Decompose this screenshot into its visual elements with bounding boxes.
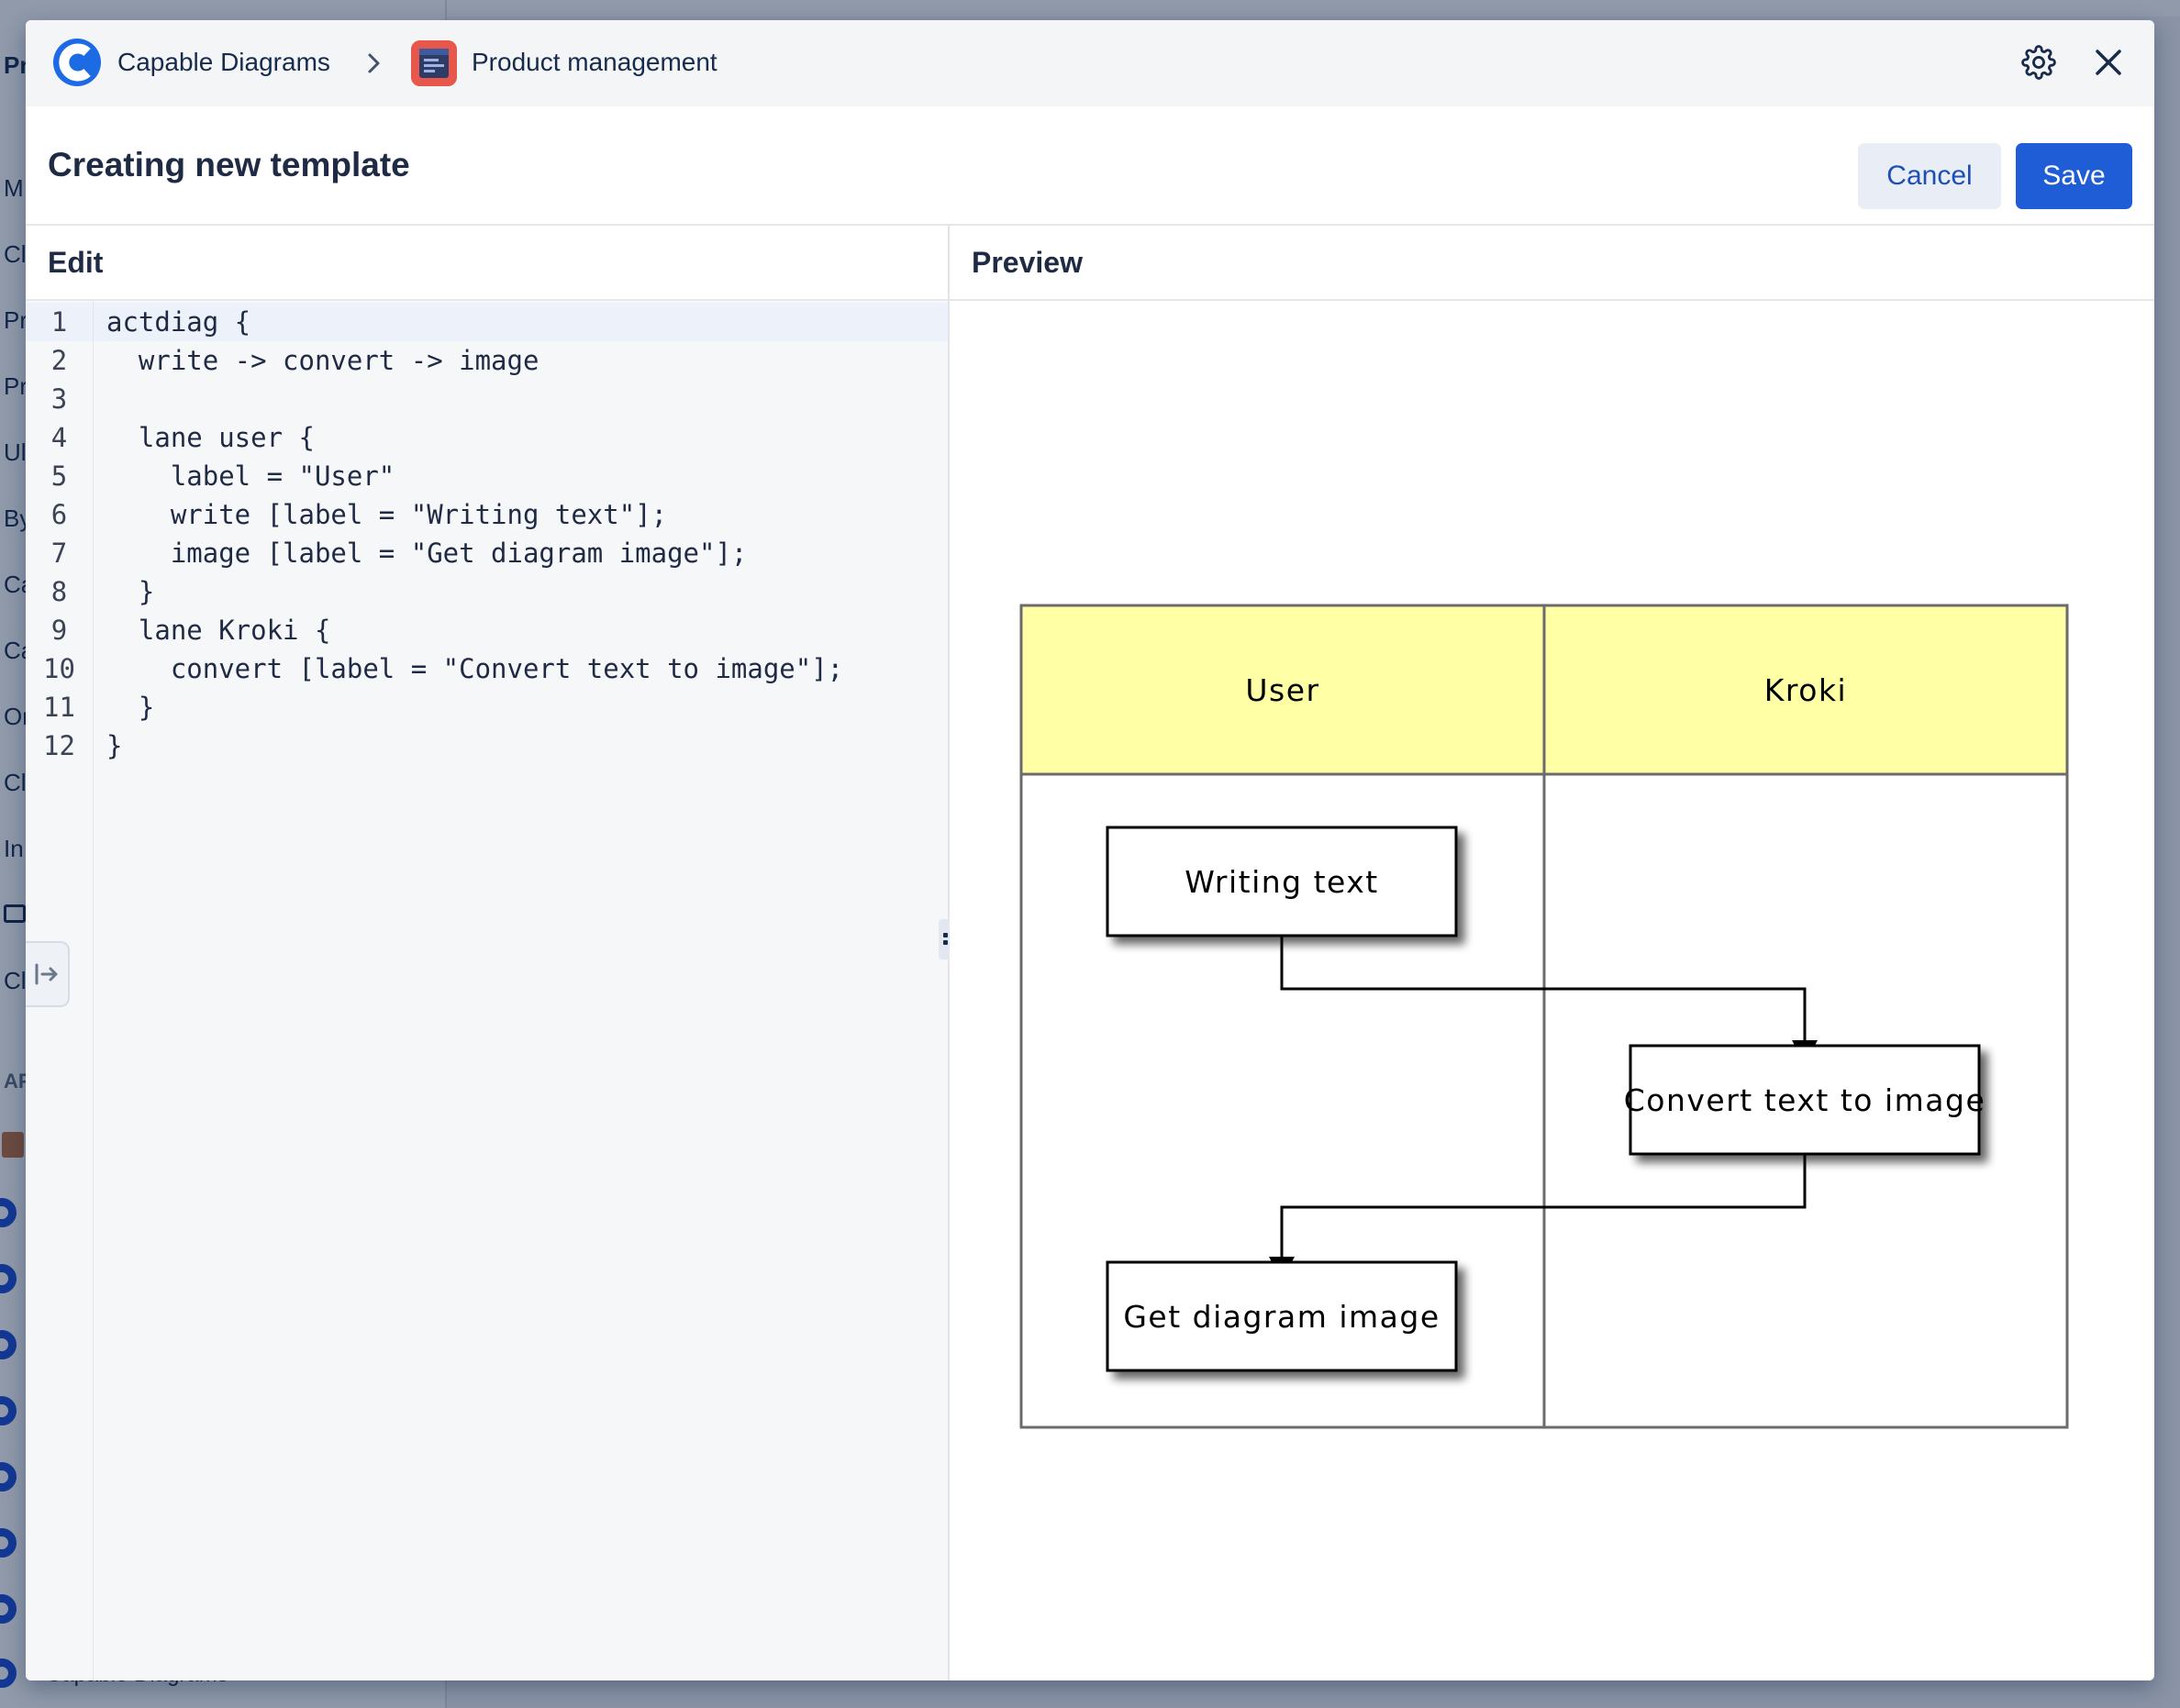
page-icon <box>411 40 457 86</box>
cancel-button[interactable]: Cancel <box>1858 143 2001 209</box>
line-number: 1 <box>26 303 93 341</box>
lane-label-kroki: Kroki <box>1764 672 1847 708</box>
code-line-text: actdiag { <box>106 306 251 338</box>
code-line[interactable]: image [label = "Get diagram image"]; <box>94 534 948 572</box>
line-number: 2 <box>50 345 68 376</box>
code-line-text: lane Kroki { <box>106 615 331 646</box>
line-number: 6 <box>50 499 68 530</box>
code-line[interactable]: write -> convert -> image <box>94 341 948 380</box>
lane-header-user <box>1019 604 1546 776</box>
bg-app-icon <box>2 1132 24 1158</box>
code-line-text: } <box>106 730 123 761</box>
background-top-strip <box>0 0 2180 17</box>
code-line[interactable]: lane Kroki { <box>94 611 948 649</box>
bg-sidebar-item: Ul <box>4 438 27 466</box>
lane-header-kroki <box>1542 604 2069 776</box>
bg-sidebar-title: Pr <box>4 51 29 79</box>
bg-capable-icon <box>0 1330 17 1359</box>
gear-icon <box>2021 45 2056 80</box>
preview-heading: Preview <box>972 246 1083 279</box>
bg-capable-icon <box>0 1462 17 1492</box>
code-line-text: label = "User" <box>106 460 395 492</box>
edit-pane-header: Edit <box>26 226 948 301</box>
bg-capable-icon <box>0 1594 17 1624</box>
code-line-text: image [label = "Get diagram image"]; <box>106 538 748 569</box>
bg-sidebar-item: Cl <box>4 769 27 796</box>
node-label-convert: Convert text to image <box>1624 1082 1986 1118</box>
code-line[interactable]: convert [label = "Convert text to image"… <box>94 649 948 688</box>
settings-button[interactable] <box>2017 40 2061 84</box>
line-number: 12 <box>43 730 75 761</box>
edge-write-convert <box>1280 936 1807 1040</box>
bg-sidebar-item: M <box>4 174 24 202</box>
breadcrumb-page-link[interactable]: Product management <box>472 48 717 76</box>
bg-sidebar-item: Pr <box>4 372 28 400</box>
code-editor[interactable]: actdiag { write -> convert -> image lane… <box>94 301 948 1680</box>
line-number: 10 <box>43 653 75 684</box>
code-line-text: lane user { <box>106 422 315 453</box>
code-line-text: } <box>106 576 155 607</box>
template-editor-modal: Capable Diagrams Product management <box>26 20 2154 1680</box>
line-number: 5 <box>50 460 68 492</box>
node-convert-text <box>1629 1044 1981 1156</box>
code-line[interactable]: label = "User" <box>94 457 948 495</box>
bg-sidebar-item: Cl <box>4 967 27 994</box>
line-number: 4 <box>50 422 68 453</box>
breadcrumb-app-link[interactable]: Capable Diagrams <box>117 48 330 76</box>
preview-pane: Preview User Kroki <box>950 226 2154 1680</box>
preview-pane-header: Preview <box>950 226 2154 301</box>
line-number: 7 <box>50 538 68 569</box>
close-button[interactable] <box>2086 40 2130 84</box>
line-number: 11 <box>43 692 75 723</box>
code-line[interactable]: } <box>94 688 948 726</box>
node-get-diagram-image <box>1106 1260 1458 1372</box>
bg-capable-icon <box>0 1198 17 1227</box>
node-label-image: Get diagram image <box>1123 1299 1440 1335</box>
code-line[interactable] <box>94 380 948 418</box>
line-number: 8 <box>50 576 68 607</box>
code-line[interactable]: } <box>94 726 948 765</box>
code-line[interactable]: lane user { <box>94 418 948 457</box>
code-line[interactable]: actdiag { <box>94 303 948 341</box>
edit-heading: Edit <box>48 246 104 279</box>
modal-top-bar: Capable Diagrams Product management <box>26 20 2154 108</box>
line-number: 3 <box>50 383 68 415</box>
bg-capable-icon <box>0 1528 17 1558</box>
node-writing-text <box>1106 826 1458 937</box>
code-line-text: } <box>106 692 155 723</box>
collapse-sidebar-button[interactable] <box>26 941 70 1007</box>
chevron-right-icon <box>368 53 380 73</box>
activity-diagram: User Kroki Writing text Convert text to … <box>1019 604 2069 1429</box>
collapse-panel-icon <box>35 963 58 985</box>
line-number: 9 <box>50 615 68 646</box>
code-line-text: write [label = "Writing text"]; <box>106 499 668 530</box>
bg-capable-icon <box>0 1658 17 1688</box>
modal-header: Creating new template Cancel Save <box>26 106 2154 226</box>
capable-logo-icon <box>53 39 101 86</box>
code-line-text: write -> convert -> image <box>106 345 539 376</box>
bg-sidebar-item: Pr <box>4 306 28 334</box>
edge-convert-image <box>1280 1154 1807 1257</box>
bg-folder-icon <box>4 904 26 923</box>
save-button[interactable]: Save <box>2016 143 2132 209</box>
close-icon <box>2096 50 2121 75</box>
bg-capable-icon <box>0 1264 17 1293</box>
page-title: Creating new template <box>48 146 410 183</box>
node-label-write: Writing text <box>1185 864 1378 900</box>
bg-sidebar-item: Cl <box>4 240 27 268</box>
code-line[interactable]: } <box>94 572 948 611</box>
lane-label-user: User <box>1245 672 1319 708</box>
bg-sidebar-item: In <box>4 835 24 862</box>
code-line[interactable]: write [label = "Writing text"]; <box>94 495 948 534</box>
code-line-text: convert [label = "Convert text to image"… <box>106 653 844 684</box>
bg-capable-icon <box>0 1396 17 1425</box>
